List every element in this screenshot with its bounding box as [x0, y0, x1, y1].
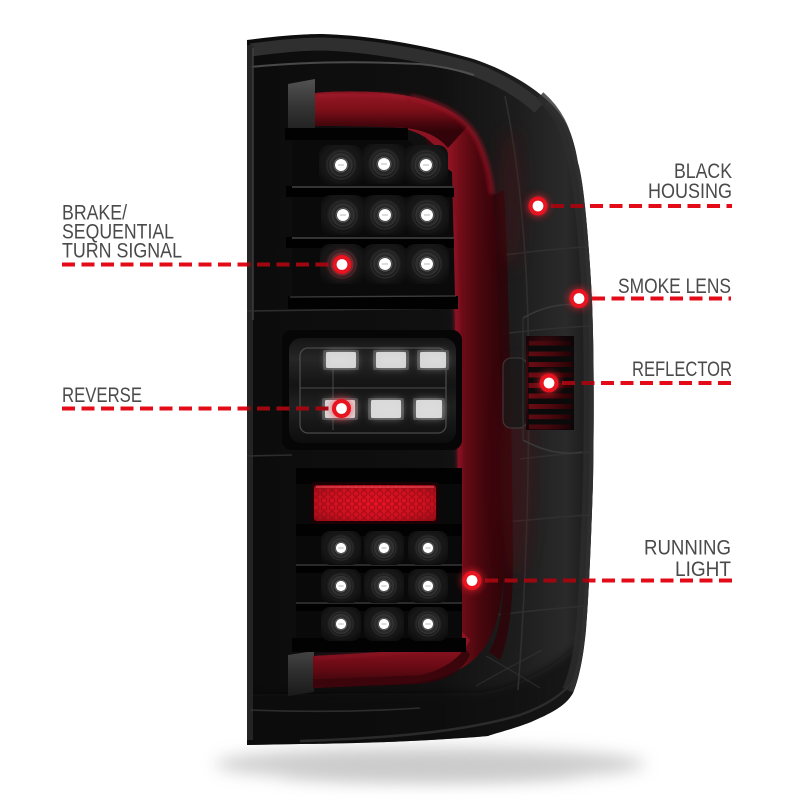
- svg-text:SMOKE LENS: SMOKE LENS: [618, 275, 731, 298]
- svg-text:RUNNING: RUNNING: [644, 537, 731, 560]
- svg-text:SEQUENTIAL: SEQUENTIAL: [62, 221, 174, 244]
- svg-text:REVERSE: REVERSE: [62, 384, 142, 407]
- svg-text:REFLECTOR: REFLECTOR: [632, 358, 732, 381]
- svg-text:BLACK: BLACK: [674, 160, 732, 183]
- svg-text:TURN SIGNAL: TURN SIGNAL: [62, 240, 182, 263]
- svg-text:LIGHT: LIGHT: [675, 558, 731, 581]
- svg-text:HOUSING: HOUSING: [648, 180, 732, 203]
- svg-text:BRAKE/: BRAKE/: [62, 202, 127, 225]
